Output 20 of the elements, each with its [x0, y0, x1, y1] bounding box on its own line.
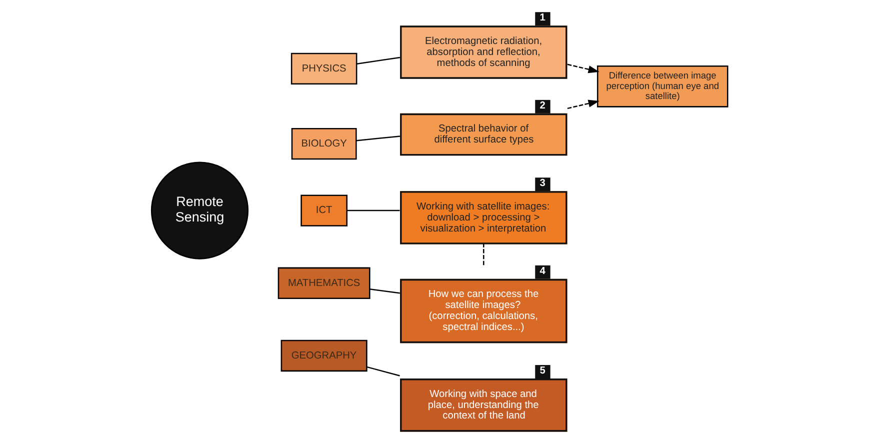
node-box: MATHEMATICS [278, 267, 370, 299]
node-circle: Remote Sensing [150, 162, 249, 260]
node-box: ICT [300, 194, 348, 226]
node-label: 4 [540, 266, 546, 277]
connector [370, 288, 400, 294]
node-label: 1 [540, 12, 546, 24]
node-box: GEOGRAPHY [280, 340, 368, 372]
node-label: 3 [540, 178, 546, 190]
connector [346, 210, 400, 212]
connector [356, 136, 400, 142]
arrow [567, 64, 600, 74]
node-box: PHYSICS [290, 52, 358, 85]
node-label: 5 [540, 366, 546, 377]
node-label: 2 [540, 100, 546, 112]
connector [356, 56, 400, 65]
arrow [567, 100, 600, 110]
node-box: Difference between image perception (human eye and satellite) [596, 66, 728, 108]
connector [366, 366, 400, 376]
node-box: BIOLOGY [291, 128, 357, 160]
connector [483, 244, 484, 266]
